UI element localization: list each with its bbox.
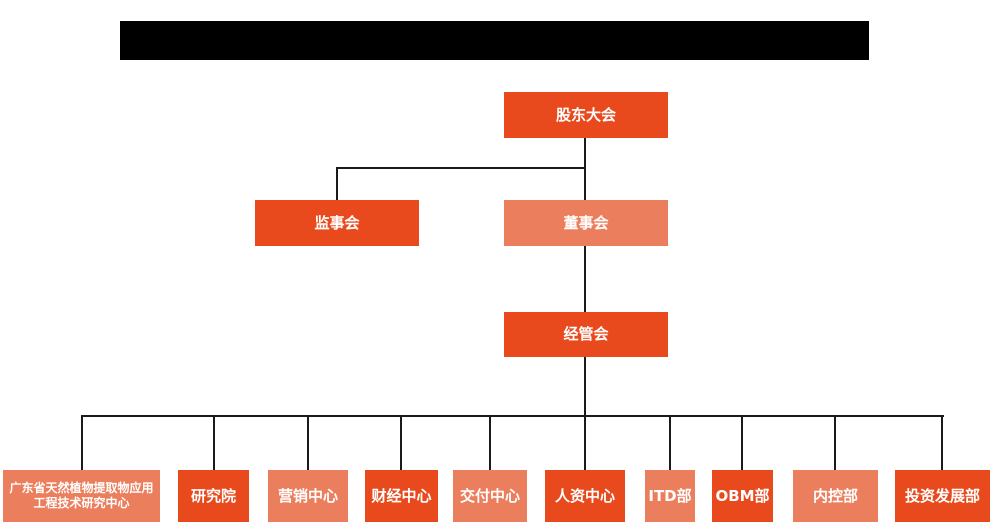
node-label: 广东省天然植物提取物应用工程技术研究中心 — [9, 481, 154, 510]
node-label: ITD部 — [648, 486, 692, 505]
connector-drop-finance-center — [400, 416, 402, 470]
node-label: 监事会 — [314, 213, 360, 232]
node-label: 股东大会 — [555, 105, 616, 124]
connector-drop-hr-center — [584, 416, 586, 470]
node-dept-research-institute: 研究院 — [178, 470, 249, 522]
node-dept-obm: OBM部 — [712, 470, 773, 522]
connector-bus-horizontal — [81, 415, 944, 417]
connector-drop-itd-dept — [669, 416, 671, 470]
node-shareholders-meeting: 股东大会 — [504, 92, 668, 138]
node-label: 交付中心 — [459, 486, 520, 505]
node-supervisory-board: 监事会 — [255, 200, 419, 246]
connector-branch-horizontal — [336, 167, 586, 169]
connector-drop-research-center — [81, 416, 83, 470]
node-dept-marketing-center: 营销中心 — [268, 470, 348, 522]
connector-drop-marketing-center — [307, 416, 309, 470]
connector-drop-delivery-center — [489, 416, 491, 470]
connector-drop-internal-control-dept — [834, 416, 836, 470]
connector-drop-investment-dev-dept — [941, 416, 943, 470]
node-dept-delivery-center: 交付中心 — [453, 470, 527, 522]
node-dept-itd: ITD部 — [645, 470, 695, 522]
connector-management-to-bus — [584, 357, 586, 417]
node-dept-hr-center: 人资中心 — [545, 470, 625, 522]
redacted-title-bar — [120, 21, 869, 60]
node-dept-finance-center: 财经中心 — [365, 470, 438, 522]
node-board-of-directors: 董事会 — [504, 200, 668, 246]
connector-drop-research-institute — [213, 416, 215, 470]
connector-to-supervisory — [336, 167, 338, 200]
connector-root-to-board — [584, 138, 586, 201]
node-label: OBM部 — [715, 486, 770, 505]
connector-drop-obm-dept — [741, 416, 743, 470]
node-label: 人资中心 — [554, 486, 615, 505]
node-dept-investment-development: 投资发展部 — [895, 470, 990, 522]
node-dept-internal-control: 内控部 — [793, 470, 878, 522]
node-management-committee: 经管会 — [504, 312, 668, 357]
node-label: 经管会 — [563, 325, 609, 344]
node-label: 董事会 — [563, 213, 609, 232]
connector-board-to-management — [584, 246, 586, 313]
node-label: 投资发展部 — [904, 486, 980, 505]
node-dept-gd-plant-extract-research-center: 广东省天然植物提取物应用工程技术研究中心 — [3, 470, 160, 522]
node-label: 营销中心 — [277, 486, 338, 505]
node-label: 内控部 — [812, 486, 858, 505]
node-label: 财经中心 — [371, 486, 432, 505]
node-label: 研究院 — [190, 486, 236, 505]
